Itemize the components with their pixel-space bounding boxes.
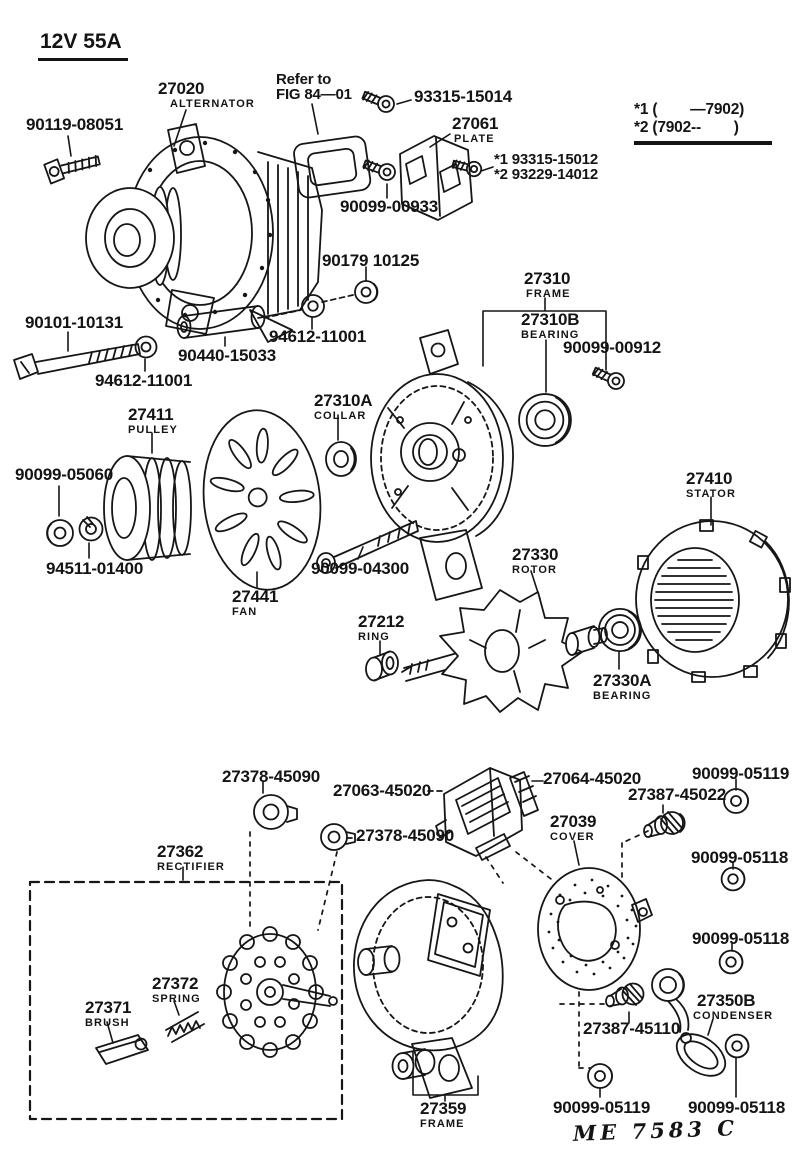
label-94511-01400: 94511-01400 — [46, 559, 144, 578]
screw-93315-15012 — [450, 155, 484, 179]
label-90099-05118-a: 90099-05118 — [691, 848, 789, 867]
bearing-27310B — [518, 393, 572, 447]
label-27061: 27061 PLATE — [452, 114, 499, 146]
rectifier-dashed-box — [30, 882, 342, 1119]
cover-27039 — [538, 868, 652, 990]
label-refer-to-fig: Refer to FIG 84—01 — [276, 71, 352, 104]
holder-27064 — [510, 772, 538, 816]
label-90119-08051: 90119-08051 — [26, 115, 124, 134]
condenser-27350B — [652, 969, 733, 1084]
nut-90179-10125 — [355, 281, 377, 303]
label-90099-05060: 90099-05060 — [15, 465, 114, 484]
alternator-illustration — [86, 124, 322, 342]
nut-90099-05118-bottom — [724, 1033, 750, 1059]
label-27378-45090-upper: 27378-45090 — [222, 767, 321, 786]
label-27330A: 27330A BEARING — [593, 671, 652, 703]
bearing-27330A — [598, 608, 642, 652]
nut-90099-05119-top — [723, 788, 749, 814]
label-90099-05119-top: 90099-05119 — [692, 764, 790, 783]
bolt-90101-10131 — [14, 344, 140, 379]
label-27378-45090-lower: 27378-45090 — [356, 826, 455, 845]
nut-90099-05119-bottom — [587, 1063, 613, 1089]
nut-90099-05118-b — [718, 949, 744, 975]
label-93315-15012-93229-14012: *1 93315-15012 *2 93229-14012 — [494, 151, 598, 184]
screw-90099-00933 — [360, 155, 399, 184]
grommet-27378-upper — [254, 795, 297, 829]
rotor-27330 — [402, 590, 607, 712]
label-27411: 27411 PULLEY — [128, 405, 178, 437]
label-90099-05119-bottom: 90099-05119 — [553, 1098, 651, 1117]
label-27359: 27359 FRAME — [420, 1099, 467, 1131]
label-94612-11001-right: 94612-11001 — [269, 327, 367, 346]
label-27310B: 27310B BEARING — [521, 310, 580, 342]
label-27064-45020: 27064-45020 — [543, 769, 642, 788]
washer-94511-01400 — [80, 517, 103, 541]
label-27387-45022: 27387-45022 — [628, 785, 727, 804]
label-27330: 27330 ROTOR — [512, 545, 559, 577]
label-90101-10131: 90101-10131 — [25, 313, 124, 332]
label-27350B: 27350B CONDENSER — [693, 991, 774, 1023]
label-27063-45020: 27063-45020 — [333, 781, 432, 800]
label-27372: 27372 SPRING — [152, 974, 201, 1006]
applicability-note: *1 ( —7902) *2 (7902-- ) — [634, 101, 772, 145]
frame-27359 — [354, 880, 503, 1098]
screw-90099-00912 — [589, 362, 628, 393]
label-90179-10125: 90179 10125 — [322, 251, 420, 270]
dashed-connections — [30, 295, 648, 1119]
spacer-90440-15033 — [178, 306, 265, 338]
washer-94612-right — [301, 294, 325, 318]
label-27410: 27410 STATOR — [686, 469, 736, 501]
nut-90099-05118-a — [720, 866, 746, 892]
fan-27441 — [195, 404, 329, 595]
note-underline — [634, 140, 772, 145]
label-27387-45110: 27387-45110 — [583, 1019, 681, 1038]
label-90099-05118-bottom: 90099-05118 — [688, 1098, 786, 1117]
label-27310A: 27310A COLLAR — [314, 391, 373, 423]
bolt-90119-08051 — [44, 150, 102, 184]
label-90440-15033: 90440-15033 — [178, 346, 277, 365]
label-90099-00933: 90099-00933 — [340, 197, 439, 216]
ring-27212 — [366, 652, 398, 681]
label-27212: 27212 RING — [358, 612, 405, 644]
label-27371: 27371 BRUSH — [85, 998, 132, 1030]
regulator-27063 — [436, 768, 522, 860]
plate-27061 — [400, 136, 472, 220]
bolt-90099-04300 — [317, 521, 418, 573]
fig-84-01-plate — [293, 135, 372, 198]
label-94612-11001-left: 94612-11001 — [95, 371, 193, 390]
label-27039: 27039 COVER — [550, 812, 597, 844]
label-93315-15014: 93315-15014 — [414, 87, 513, 106]
brush-27371 — [96, 1035, 148, 1064]
label-27441: 27441 FAN — [232, 587, 279, 619]
plug-27387-45110 — [606, 984, 644, 1007]
pulley-27411 — [104, 456, 191, 560]
label-90099-00912: 90099-00912 — [563, 338, 662, 357]
rectifier-27362 — [217, 927, 337, 1057]
label-27310: 27310 FRAME — [524, 269, 571, 301]
label-27362: 27362 RECTIFIER — [157, 842, 225, 874]
label-90099-04300: 90099-04300 — [311, 559, 410, 578]
plug-27387-45022 — [644, 812, 685, 837]
label-27020: 27020 ALTERNATOR — [158, 79, 255, 111]
nut-90099-05060 — [47, 520, 73, 546]
spring-27372 — [166, 1012, 204, 1042]
cover-stipple — [547, 878, 638, 976]
label-90099-05118-b: 90099-05118 — [692, 929, 790, 948]
grommet-27378-lower — [321, 824, 355, 850]
frame-27310 — [371, 330, 513, 600]
screw-93315-15014 — [359, 86, 398, 116]
collar-27310A — [326, 442, 356, 476]
stator-27410 — [636, 520, 790, 682]
diagram-rating-title: 12V 55A — [38, 30, 128, 61]
